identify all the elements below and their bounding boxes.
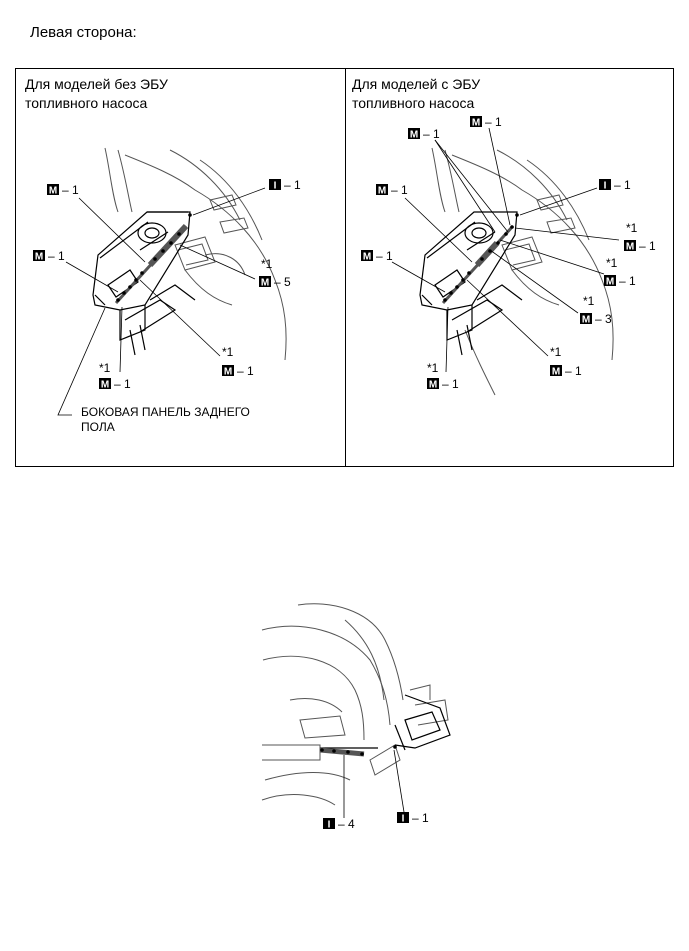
callout-text: – 1: [565, 364, 582, 378]
callout-text: – 1: [376, 249, 393, 263]
left-bracket-outline: [92, 211, 196, 356]
right-callout-m1-bottom-right: *1 – 1: [550, 345, 582, 378]
callout-note: *1: [550, 345, 562, 359]
callout-note: *1: [427, 361, 439, 375]
callout-text: – 1: [391, 183, 408, 197]
left-panel-title: Для моделей без ЭБУ топливного насоса: [25, 75, 325, 113]
left-panel-title-line1: Для моделей без ЭБУ: [25, 76, 168, 92]
right-leader-lines: [391, 127, 620, 373]
left-callout-m1-top: – 1: [47, 183, 79, 197]
right-bracket-outline: [419, 211, 523, 356]
bottom-weld-line: [319, 745, 397, 757]
right-callout-m1-top: – 1: [470, 115, 502, 129]
caption-line1: БОКОВАЯ ПАНЕЛЬ ЗАДНЕГО: [81, 405, 250, 419]
callout-text: – 1: [284, 178, 301, 192]
callout-text: – 3: [595, 312, 612, 326]
right-panel-title-line1: Для моделей с ЭБУ: [352, 76, 481, 92]
left-panel-caption: БОКОВАЯ ПАНЕЛЬ ЗАДНЕГО ПОЛА: [81, 405, 311, 435]
callout-text: – 1: [423, 127, 440, 141]
callout-note: *1: [261, 257, 273, 271]
left-panel-title-line2: топливного насоса: [25, 95, 148, 111]
bottom-callout-i4: – 4: [323, 817, 355, 831]
callout-note: *1: [626, 221, 638, 235]
left-weld-line: [114, 213, 192, 305]
callout-text: – 4: [338, 817, 355, 831]
callout-note: *1: [583, 294, 595, 308]
callout-text: – 1: [485, 115, 502, 129]
right-callout-m1-upper-right: *1 – 1: [624, 221, 656, 253]
right-callout-m3: *1 – 3: [580, 294, 612, 326]
right-callout-m1-mid-left: – 1: [376, 183, 408, 197]
section-heading: Левая сторона:: [30, 24, 137, 41]
bottom-callout-i1: – 1: [397, 811, 429, 825]
right-callout-m1-bottom-left: *1 – 1: [427, 361, 459, 391]
right-callout-m1-top-left: – 1: [408, 127, 440, 141]
right-panel-title-line2: топливного насоса: [352, 95, 475, 111]
panel-divider: [345, 69, 346, 466]
right-callout-i1: – 1: [599, 178, 631, 192]
right-weld-line: [441, 213, 519, 305]
callout-note: *1: [222, 345, 234, 359]
callout-text: – 1: [614, 178, 631, 192]
left-part-sketch: [104, 147, 287, 361]
callout-text: – 1: [619, 274, 636, 288]
left-callout-i1: – 1: [269, 178, 301, 192]
left-callout-m5: *1 – 5: [259, 257, 291, 289]
callout-text: – 1: [114, 377, 131, 391]
caption-line2: ПОЛА: [81, 420, 115, 434]
weld-diagram-frame: Для моделей без ЭБУ топливного насоса Дл…: [15, 68, 674, 467]
right-panel-title: Для моделей с ЭБУ топливного насоса: [352, 75, 652, 113]
callout-text: – 1: [48, 249, 65, 263]
callout-note: *1: [606, 256, 618, 270]
right-callout-m1-mid-right: *1 – 1: [604, 256, 636, 288]
left-callout-m1-bottom-right: *1 – 1: [222, 345, 254, 378]
right-callout-m1-side: – 1: [361, 249, 393, 263]
bottom-part-sketch: [261, 603, 449, 806]
callout-note: *1: [99, 361, 111, 375]
left-callout-m1-side: – 1: [33, 249, 65, 263]
callout-text: – 1: [412, 811, 429, 825]
callout-text: – 1: [237, 364, 254, 378]
right-part-sketch: [431, 147, 614, 396]
left-leader-lines: [57, 187, 266, 416]
callout-text: – 1: [62, 183, 79, 197]
bottom-bracket-outline: [320, 694, 451, 751]
bottom-leader-lines: [343, 749, 405, 818]
callout-text: – 5: [274, 275, 291, 289]
callout-text: – 1: [639, 239, 656, 253]
left-callout-m1-bottom-left: *1 – 1: [99, 361, 131, 391]
callout-text: – 1: [442, 377, 459, 391]
